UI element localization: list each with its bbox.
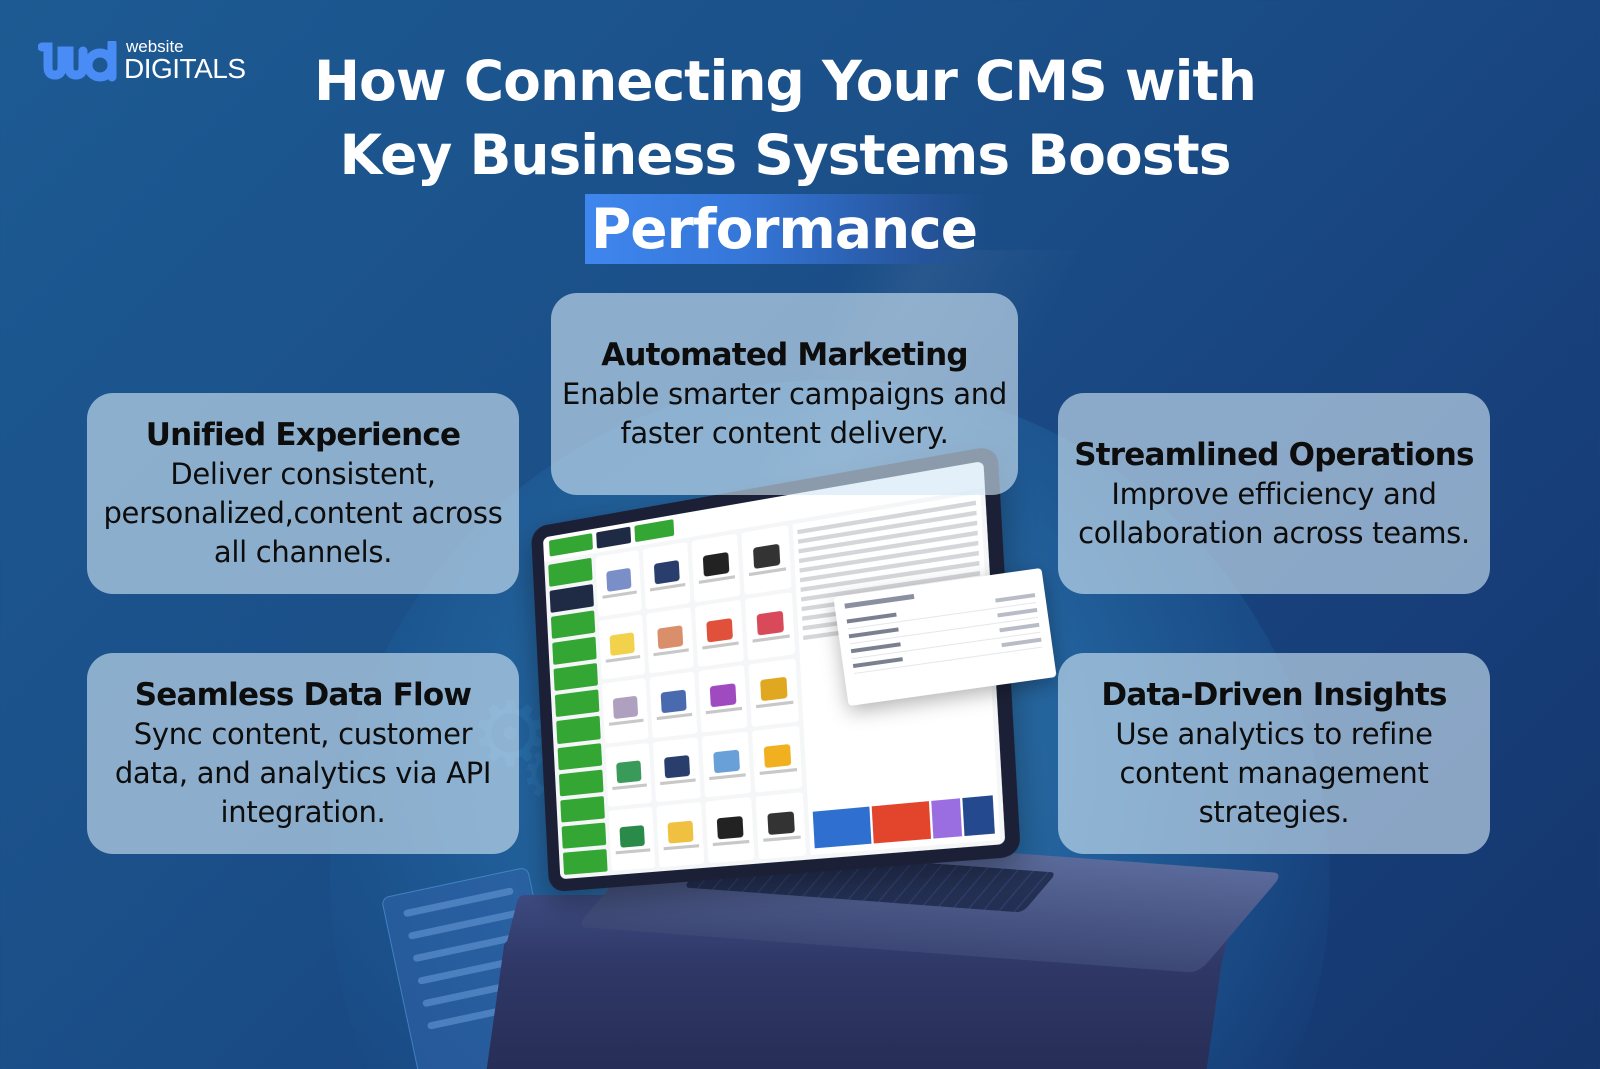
card-body: Sync content, customer data, and analyti…: [114, 717, 492, 829]
screen-tab: [548, 533, 593, 557]
card-body: Use analytics to refine content manageme…: [1115, 717, 1433, 829]
card-heading: Streamlined Operations: [1074, 436, 1474, 473]
card-heading: Seamless Data Flow: [134, 677, 472, 713]
logo-tagline: website: [126, 37, 184, 56]
card-body: Enable smarter campaigns and faster cont…: [562, 377, 1007, 450]
card-heading: Unified Experience: [145, 417, 461, 453]
checkout-buttons: [813, 795, 995, 849]
title-line-1: How Connecting Your CMS with: [314, 49, 1257, 113]
screen-tab: [596, 526, 632, 549]
card-body: Improve efficiency and collaboration acr…: [1078, 476, 1470, 550]
card-streamlined-operations: Streamlined Operations Improve efficienc…: [1058, 393, 1490, 594]
card-seamless-data-flow: Seamless Data Flow Sync content, custome…: [87, 653, 519, 854]
title-line-2: Key Business Systems Boosts: [339, 123, 1232, 187]
card-unified-experience: Unified Experience Deliver consistent, p…: [87, 393, 519, 594]
product-grid: [595, 524, 807, 872]
screen-tab: [634, 519, 675, 543]
logo-wordmark: DIGITALS: [124, 53, 246, 84]
card-automated-marketing: Automated Marketing Enable smarter campa…: [551, 293, 1018, 495]
card-data-driven-insights: Data-Driven Insights Use analytics to re…: [1058, 653, 1490, 854]
card-heading: Data-Driven Insights: [1101, 677, 1447, 713]
title-highlight: Performance: [584, 194, 986, 264]
brand-logo: website DIGITALS: [38, 38, 246, 83]
card-heading: Automated Marketing: [601, 337, 968, 373]
wd-logo-icon: [38, 41, 117, 82]
card-body: Deliver consistent, personalized,content…: [103, 457, 503, 569]
page-title: How Connecting Your CMS with Key Busines…: [0, 44, 1570, 264]
